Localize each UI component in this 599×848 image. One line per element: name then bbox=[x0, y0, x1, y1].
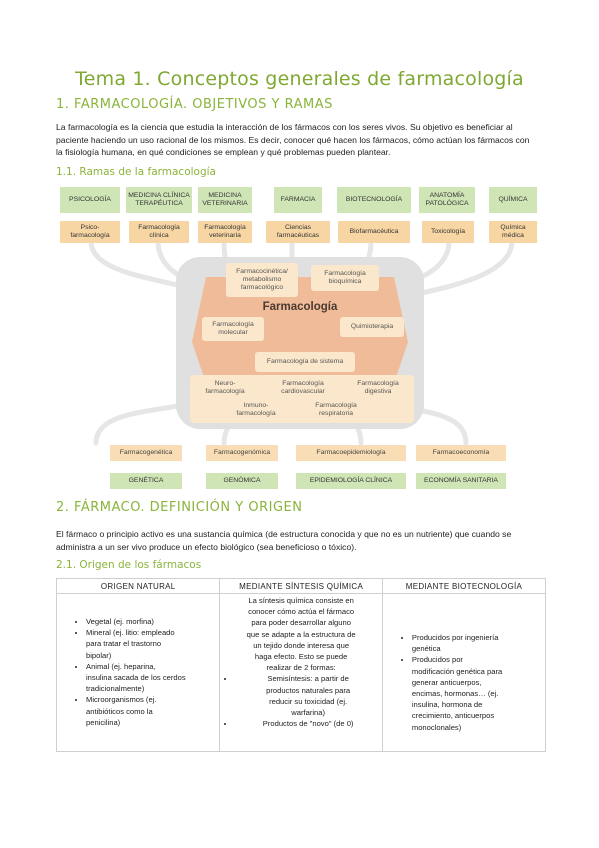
sintesis-intro: La síntesis química consiste en conocer … bbox=[246, 596, 356, 673]
central-title: Farmacología bbox=[262, 301, 338, 313]
section-2-subheading: 2.1. Origen de los fármacos bbox=[56, 559, 202, 571]
list-item: Animal (ej. heparina,insulina sacada de … bbox=[86, 661, 218, 695]
section-1-paragraph: La farmacología es la ciencia que estudi… bbox=[56, 121, 556, 159]
inner-farmacocinetica: Farmacocinética/ metabolismo farmacológi… bbox=[226, 263, 298, 297]
branch-biofarmaceutica: Biofarmacéutica bbox=[338, 221, 410, 243]
system-farmacologia-digestiva: Farmacología digestiva bbox=[357, 380, 399, 395]
section-2-paragraph: El fármaco o principio activo es una sus… bbox=[56, 528, 556, 553]
table-header: ORIGEN NATURAL bbox=[55, 578, 221, 594]
list-item: Productos de "novo" (de 0) bbox=[235, 718, 380, 729]
branch-farmacoepidemiologia: Farmacoepidemiología bbox=[296, 445, 406, 461]
list-item: Microorganismos (ej.antibióticos como la… bbox=[86, 694, 218, 728]
science-medicina-veterinaria: MEDICINA VETERINARIA bbox=[198, 187, 252, 213]
system-neurofarmacologia: Neuro- farmacología bbox=[205, 380, 245, 395]
inner-quimioterapia: Quimioterapia bbox=[340, 317, 404, 337]
branch-quimica-medica: Química médica bbox=[489, 221, 537, 243]
branch-farmacoeconomia: Farmacoeconomía bbox=[416, 445, 506, 461]
table-cell-origen-natural: Vegetal (ej. morfina) Mineral (ej. litio… bbox=[55, 593, 221, 752]
list-item: Vegetal (ej. morfina) bbox=[86, 616, 218, 627]
pharmacology-branches-diagram: PSICOLOGÍA MEDICINA CLÍNICA TERAPÉUTICA … bbox=[56, 183, 546, 493]
science-biotecnologia: BIOTECNOLOGÍA bbox=[337, 187, 411, 213]
system-inmunofarmacologia: Inmuno- farmacología bbox=[236, 402, 276, 417]
paragraph-line: administra a un ser vivo produce un efec… bbox=[56, 541, 357, 552]
system-farmacologia-respiratoria: Farmacología respiratoria bbox=[315, 402, 357, 417]
drug-origin-table: ORIGEN NATURAL MEDIANTE SÍNTESIS QUÍMICA… bbox=[55, 578, 547, 752]
central-salmon-shape bbox=[192, 277, 408, 407]
science-anatomia-patologica: ANATOMÍA PATOLÓGICA bbox=[419, 187, 475, 213]
branch-farmacologia-clinica: Farmacología clínica bbox=[129, 221, 189, 243]
table-header: MEDIANTE SÍNTESIS QUÍMICA bbox=[219, 578, 383, 594]
systems-title: Farmacología de sistema bbox=[255, 352, 355, 372]
table-header: MEDIANTE BIOTECNOLOGÍA bbox=[381, 578, 547, 594]
branch-toxicologia: Toxicología bbox=[422, 221, 474, 243]
paragraph-line: paciente haciendo un uso racional de los… bbox=[56, 134, 530, 145]
section-1-heading: 1. FARMACOLOGÍA. OBJETIVOS Y RAMAS bbox=[56, 97, 333, 112]
science-psicologia: PSICOLOGÍA bbox=[60, 187, 120, 213]
science-quimica: QUÍMICA bbox=[489, 187, 537, 213]
inner-farmacologia-bioquimica: Farmacología bioquímica bbox=[311, 265, 379, 291]
science-medicina-clinica: MEDICINA CLÍNICA TERAPÉUTICA bbox=[126, 187, 192, 213]
section-2-heading: 2. FÁRMACO. DEFINICIÓN Y ORIGEN bbox=[56, 500, 303, 515]
science-epidemiologia-clinica: EPIDEMIOLOGÍA CLÍNICA bbox=[296, 473, 406, 489]
science-genomica: GENÓMICA bbox=[206, 473, 278, 489]
branch-psicofarmacologia: Psico- farmacología bbox=[60, 221, 120, 243]
inner-farmacologia-molecular: Farmacología molecular bbox=[202, 317, 264, 341]
science-farmacia: FARMACIA bbox=[274, 187, 322, 213]
branch-farmacogenomica: Farmacogenómica bbox=[206, 445, 278, 461]
table-cell-sintesis-quimica: La síntesis química consiste en conocer … bbox=[219, 593, 383, 752]
branch-farmacogenetica: Farmacogenética bbox=[110, 445, 182, 461]
science-economia-sanitaria: ECONOMÍA SANITARIA bbox=[416, 473, 506, 489]
paragraph-line: La farmacología es la ciencia que estudi… bbox=[56, 122, 513, 132]
paragraph-line: El fármaco o principio activo es una sus… bbox=[56, 529, 512, 539]
branch-ciencias-farmaceuticas: Ciencias farmacéuticas bbox=[266, 221, 330, 243]
science-genetica: GENÉTICA bbox=[110, 473, 182, 489]
section-1-subheading: 1.1. Ramas de la farmacología bbox=[56, 166, 216, 178]
paragraph-line: la fisiología humana, en qué condiciones… bbox=[56, 147, 391, 158]
systems-panel bbox=[190, 375, 414, 423]
branch-farmacologia-veterinaria: Farmacología veterinaria bbox=[198, 221, 252, 243]
page-title: Tema 1. Conceptos generales de farmacolo… bbox=[75, 68, 524, 90]
system-farmacologia-cardiovascular: Farmacología cardiovascular bbox=[281, 380, 325, 395]
